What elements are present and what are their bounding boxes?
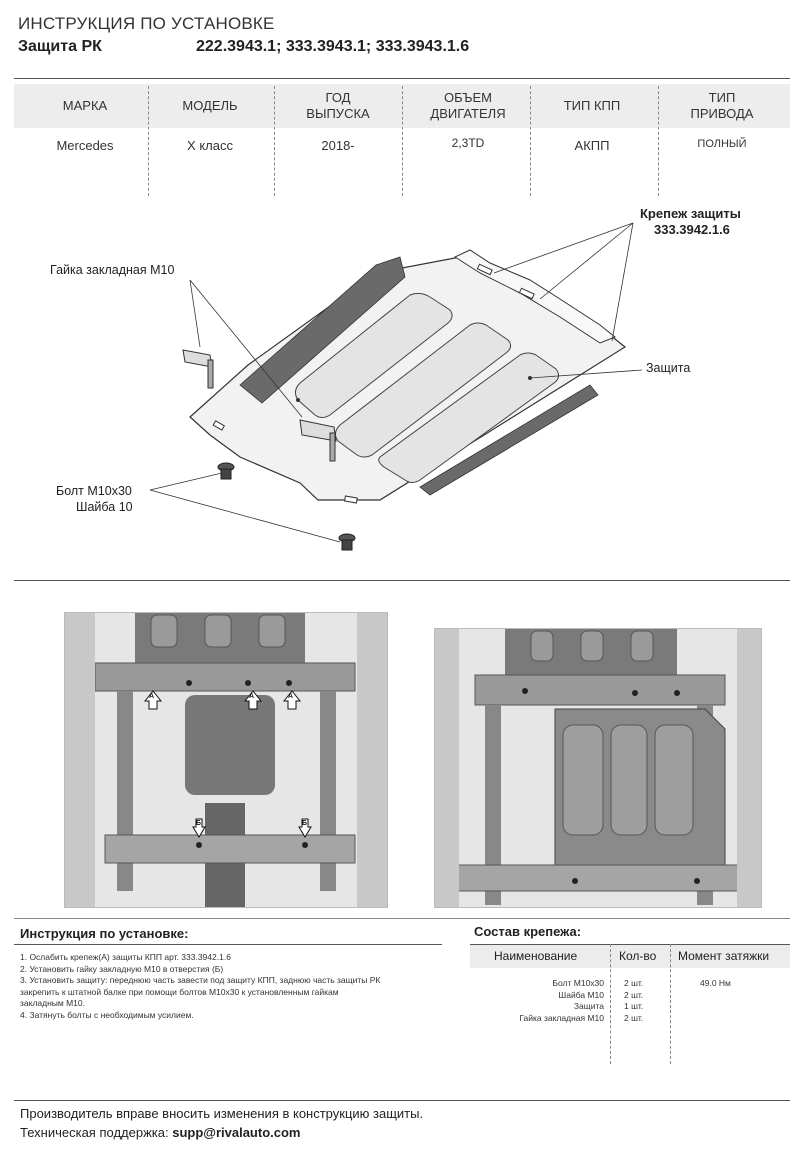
fastener-code: 333.3942.1.6	[654, 222, 730, 237]
fastener-name: Болт М10х30	[552, 978, 604, 988]
shield-plate	[189, 249, 627, 504]
spec-value-brand: Mercedes	[56, 138, 114, 153]
instruction-step: 1. Ослабить крепеж(А) защиты КПП арт. 33…	[20, 952, 231, 962]
fasteners-title: Состав крепежа:	[474, 924, 582, 939]
spec-divider	[658, 86, 659, 196]
spec-value-gearbox: АКПП	[574, 138, 610, 153]
spec-divider	[530, 86, 531, 196]
washer-label: Шайба 10	[76, 500, 133, 514]
spec-value-drive: ПОЛНЫЙ	[697, 138, 747, 150]
photos-divider	[14, 918, 790, 919]
fasteners-header-name: Наименование	[494, 949, 578, 963]
spec-value-year: 2018-	[321, 138, 355, 153]
fasteners-header-qty: Кол-во	[619, 949, 657, 963]
instruction-step: закрепить к штатной балке при помощи бол…	[20, 986, 339, 997]
instruction-step: закладным М10.	[20, 998, 85, 1008]
bolt-top	[217, 462, 235, 480]
spec-header-gearbox: ТИП КПП	[563, 98, 621, 113]
fastener-name: Шайба М10	[558, 989, 604, 1000]
exploded-diagram	[149, 222, 643, 551]
header-divider	[14, 78, 790, 79]
spec-value-engine: 2,3TD	[451, 136, 485, 150]
embedded-nut-right	[299, 419, 337, 462]
fastener-qty: 2 шт.	[624, 1012, 644, 1023]
spec-header-model: МОДЕЛЬ	[182, 98, 238, 113]
instructions-title: Инструкция по установке:	[20, 926, 189, 941]
fasteners-names: Болт М10х30 Шайба М10 Защита Гайка закла…	[470, 978, 604, 1024]
product-codes: 222.3943.1; 333.3943.1; 333.3943.1.6	[196, 38, 470, 55]
spec-header-brand: МАРКА	[62, 98, 108, 113]
marker-a: А	[249, 693, 255, 700]
instruction-step: 3. Установить защиту: переднюю часть зав…	[20, 975, 381, 985]
fasteners-header-torque: Момент затяжки	[678, 949, 770, 963]
spec-divider	[402, 86, 403, 196]
footer-notice: Производитель вправе вносить изменения в…	[20, 1106, 424, 1121]
footer-divider	[14, 1100, 790, 1101]
photo-after-install	[434, 628, 762, 908]
instructions-list: 1. Ослабить крепеж(А) защиты КПП арт. 33…	[20, 952, 450, 1021]
instructions-underline	[14, 944, 442, 945]
nut-label: Гайка закладная М10	[50, 263, 175, 277]
fastener-qty: 2 шт.	[624, 978, 644, 988]
support-label: Техническая поддержка:	[20, 1125, 169, 1140]
fasteners-divider	[610, 944, 611, 1064]
fastener-name: Защита	[573, 1001, 604, 1011]
fasteners-qty: 2 шт. 2 шт. 1 шт. 2 шт.	[624, 978, 643, 1024]
marker-b: Б	[196, 820, 202, 827]
marker-b: Б	[302, 820, 308, 827]
spec-value-model: X класс	[187, 138, 233, 153]
leader-lines	[149, 222, 643, 543]
fastener-torque: 49.0 Нм	[700, 978, 731, 988]
bolt-bottom	[338, 533, 356, 551]
product-name: Защита РК	[18, 38, 102, 55]
marker-a: А	[149, 693, 155, 700]
fastener-qty: 1 шт.	[624, 1001, 644, 1011]
fasteners-header-line	[470, 944, 790, 945]
photo-before-install: А А А Б Б	[64, 612, 388, 908]
spec-divider	[274, 86, 275, 196]
instruction-step: 4. Затянуть болты с необходимым усилием.	[20, 1009, 194, 1020]
marker-a: А	[288, 693, 294, 700]
fastener-name: Гайка закладная М10	[519, 1012, 604, 1023]
embedded-nut-left	[182, 349, 214, 389]
bolt-label: Болт М10х30	[56, 484, 132, 498]
spec-divider	[148, 86, 149, 196]
shield-label: Защита	[646, 361, 691, 375]
fastener-label: Крепеж защиты	[640, 206, 741, 221]
instruction-step: 2. Установить гайку закладную М10 в отве…	[20, 963, 224, 974]
support-line: Техническая поддержка: supp@rivalauto.co…	[20, 1125, 300, 1140]
fasteners-divider	[670, 944, 671, 1064]
page-title: ИНСТРУКЦИЯ ПО УСТАНОВКЕ	[18, 14, 275, 33]
fastener-qty: 2 шт.	[624, 989, 644, 1000]
diagram-divider	[14, 580, 790, 581]
fasteners-header-band	[470, 944, 790, 968]
support-email[interactable]: supp@rivalauto.com	[172, 1125, 301, 1140]
